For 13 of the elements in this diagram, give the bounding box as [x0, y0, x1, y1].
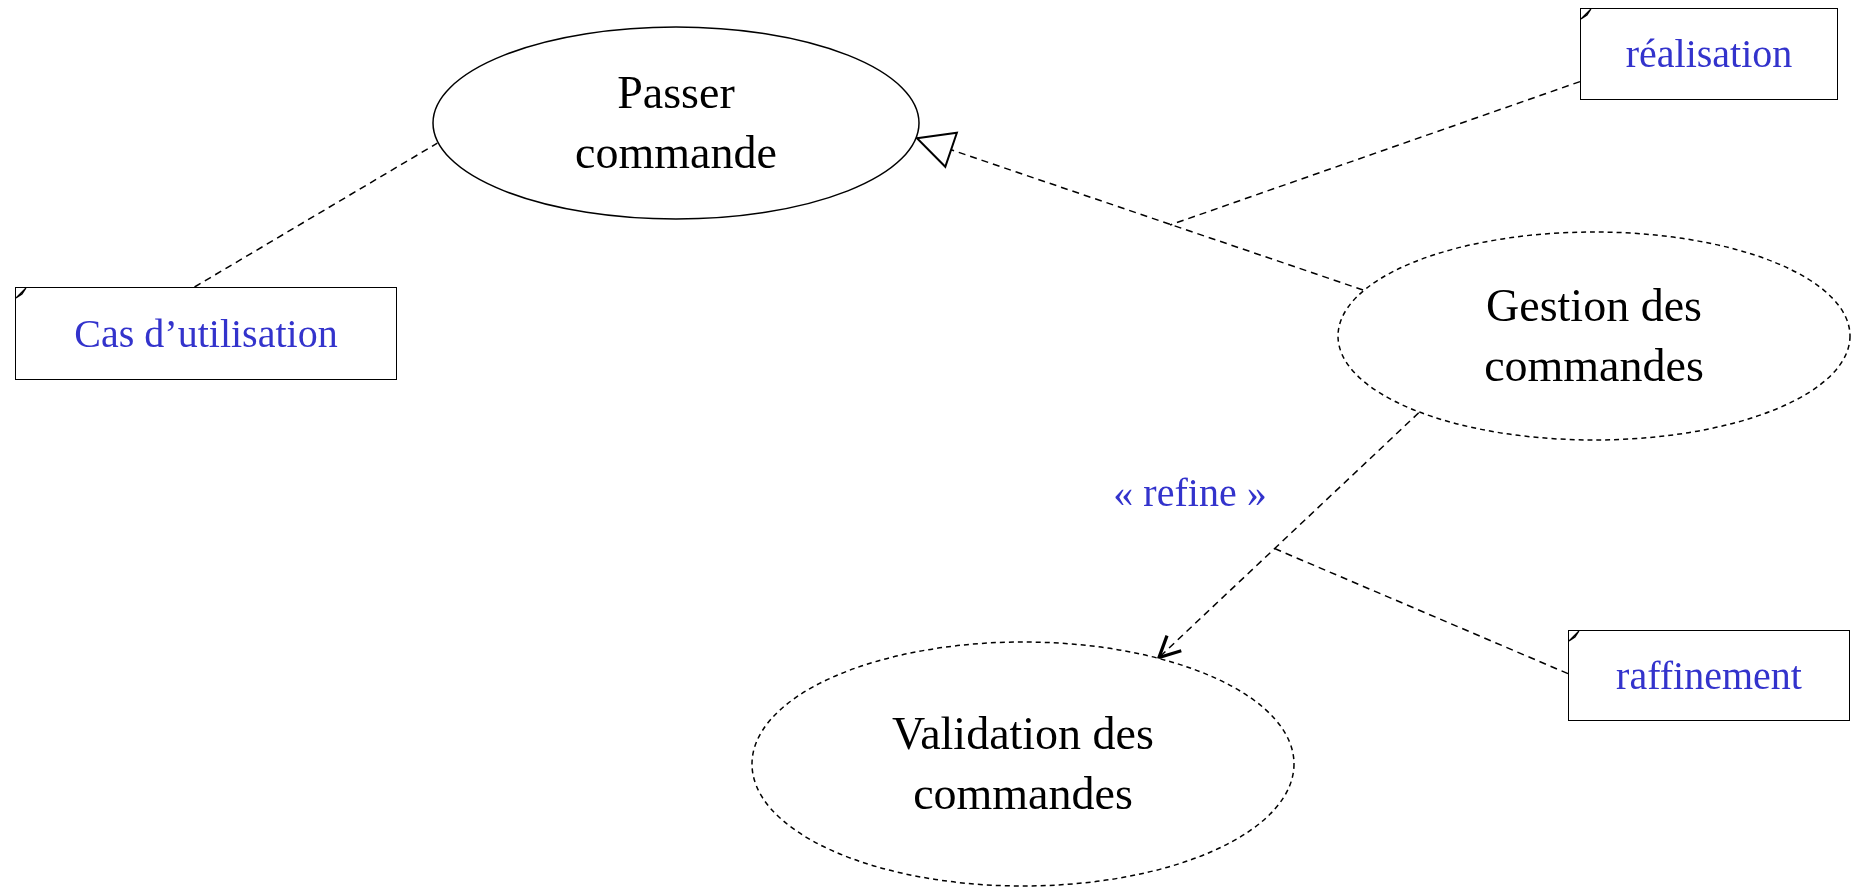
leader-line	[193, 142, 439, 288]
note-box	[1568, 630, 1850, 721]
dependency-arrow	[1157, 412, 1420, 660]
note-text: réalisation	[1625, 30, 1793, 78]
note-text: Cas d’utilisation	[74, 309, 338, 358]
realization-arrow	[916, 131, 1364, 291]
note-box	[1580, 8, 1838, 100]
use-case-name: Passer commande	[574, 66, 778, 180]
note-box	[15, 287, 397, 380]
note-text: raffinement	[1616, 651, 1802, 700]
use-case-name: Validation des commandes	[891, 707, 1155, 821]
use-case-name: Gestion des commandes	[1483, 279, 1705, 393]
leader-line	[1169, 80, 1581, 226]
